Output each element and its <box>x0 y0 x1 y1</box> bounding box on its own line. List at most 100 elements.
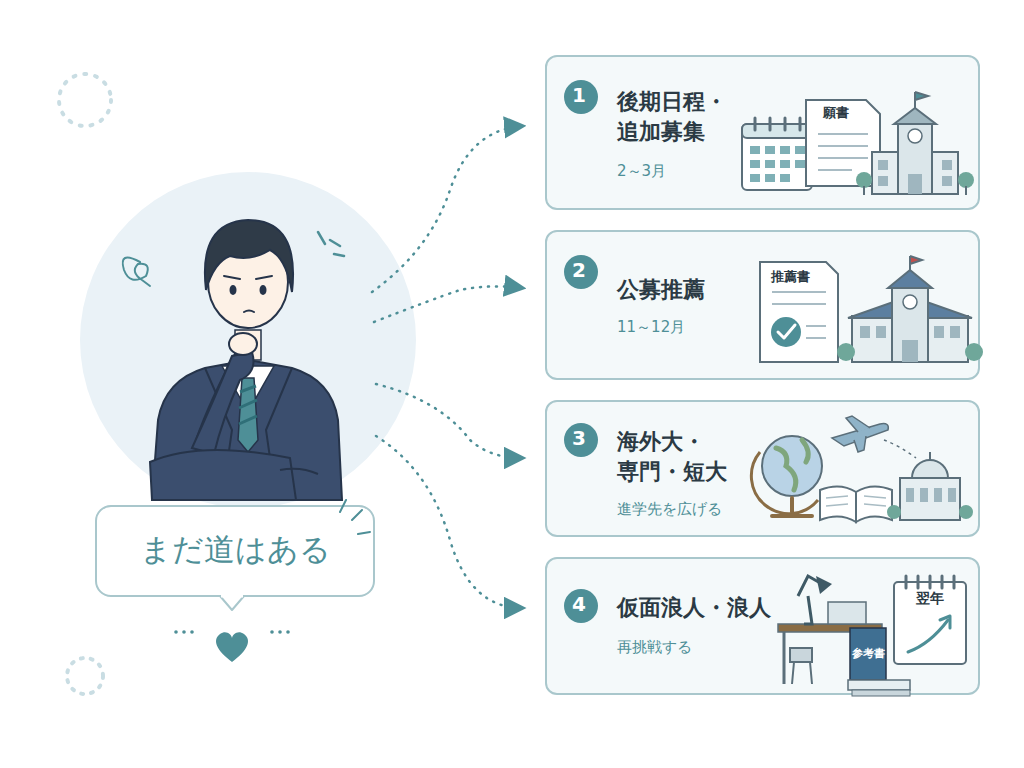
study-desk-icon <box>784 632 876 684</box>
calendar-icon <box>750 146 805 182</box>
domed-building-icon <box>920 488 928 502</box>
next-year-calendar-icon <box>894 576 966 664</box>
branch-arrows <box>374 286 522 322</box>
calendar-icon <box>742 124 812 138</box>
globe-icon <box>751 436 822 516</box>
student-illustration <box>229 333 257 355</box>
option-box: 海外大・ 専門・短大進学先を広げる3 <box>545 400 980 537</box>
open-book-icon <box>820 486 892 522</box>
study-desk-icon <box>816 576 832 594</box>
backdrop-circle <box>80 172 416 508</box>
heart-ornament <box>190 630 194 634</box>
worry-marks <box>123 258 150 287</box>
university-building-icon <box>860 326 960 338</box>
university-building-icon <box>934 326 944 338</box>
study-desk-icon <box>828 602 866 624</box>
student-illustration <box>150 450 296 500</box>
calendar-icon <box>780 174 790 182</box>
study-desk-icon <box>778 624 882 632</box>
airplane-icon <box>884 440 916 458</box>
bubble-pointer <box>220 500 370 610</box>
bubble-pointer <box>220 596 244 610</box>
heart-ornament <box>286 630 290 634</box>
school-building-icon <box>894 108 936 124</box>
globe-icon <box>776 440 808 490</box>
university-building-icon <box>910 256 922 270</box>
application-form-icon <box>806 100 880 186</box>
heart-ornament <box>216 632 248 662</box>
calendar-icon <box>742 118 812 190</box>
option-note: 進学先を広げる <box>617 499 777 519</box>
calendar-icon <box>765 174 775 182</box>
calendar-icon <box>795 146 805 154</box>
domed-building-icon <box>906 488 956 502</box>
recommendation-letter-icon <box>760 262 838 362</box>
school-building-icon <box>898 122 932 194</box>
recommendation-letter-icon <box>772 292 826 338</box>
school-building-icon <box>908 129 922 143</box>
calendar-icon <box>750 174 760 182</box>
option-title: 後期日程・ 追加募集 <box>617 87 767 147</box>
option-title: 公募推薦 <box>617 275 767 305</box>
student-illustration <box>192 352 254 454</box>
school-building-icon <box>965 186 967 195</box>
heart-ornament <box>174 630 290 662</box>
option-box: 公募推薦11～12月2 <box>545 230 980 380</box>
study-desk-icon <box>790 648 812 684</box>
message-text: まだ道はある <box>95 529 375 569</box>
university-building-icon <box>852 316 968 362</box>
globe-icon <box>751 452 818 514</box>
calendar-icon <box>765 160 775 168</box>
branch-arrows <box>376 436 522 608</box>
school-building-icon <box>872 152 958 194</box>
university-building-icon <box>902 340 918 362</box>
calendar-icon <box>750 160 760 168</box>
number-badge: 1 <box>564 80 598 114</box>
school-building-icon <box>863 186 865 195</box>
branch-arrows <box>372 126 522 608</box>
university-building-icon <box>848 296 972 318</box>
calendar-icon <box>755 118 800 130</box>
school-building-icon <box>908 174 922 194</box>
domed-building-icon <box>929 452 931 460</box>
option-box: 仮面浪人・浪人再挑戦する4 <box>545 557 980 695</box>
reference-books-icon <box>850 628 886 680</box>
airplane-icon <box>846 416 870 452</box>
next-year-calendar-icon <box>906 576 954 588</box>
globe-icon <box>772 498 812 516</box>
callout-number: 4 <box>562 587 596 621</box>
deco-dots <box>67 658 103 694</box>
student-illustration <box>260 285 267 295</box>
school-building-icon <box>856 172 872 188</box>
university-building-icon <box>892 286 928 362</box>
heart-ornament <box>174 630 178 634</box>
callout-number: 1 <box>562 78 596 112</box>
open-book-icon <box>826 496 886 506</box>
domed-building-icon <box>887 452 973 520</box>
heart-ornament <box>278 630 282 634</box>
school-building-icon <box>942 176 952 186</box>
callout-number: 2 <box>562 253 596 287</box>
university-building-icon <box>837 256 983 362</box>
recommendation-letter-icon <box>771 317 801 347</box>
domed-building-icon <box>959 505 973 519</box>
university-building-icon <box>837 343 855 361</box>
school-building-icon <box>856 92 974 195</box>
worry-marks <box>318 232 344 256</box>
university-building-icon <box>965 343 983 361</box>
school-building-icon <box>878 160 952 186</box>
callout-number: 3 <box>562 421 596 455</box>
deco-dots <box>59 74 111 126</box>
university-building-icon <box>888 270 932 288</box>
option-period: 2～3月 <box>617 161 777 181</box>
reference-books-icon <box>848 680 910 690</box>
student-illustration <box>244 311 254 313</box>
student-illustration <box>280 469 318 474</box>
student-illustration <box>230 285 237 295</box>
number-badge: 4 <box>564 589 598 623</box>
application-form-icon <box>806 100 880 186</box>
number-badge: 2 <box>564 255 598 289</box>
airplane-icon <box>832 424 888 446</box>
